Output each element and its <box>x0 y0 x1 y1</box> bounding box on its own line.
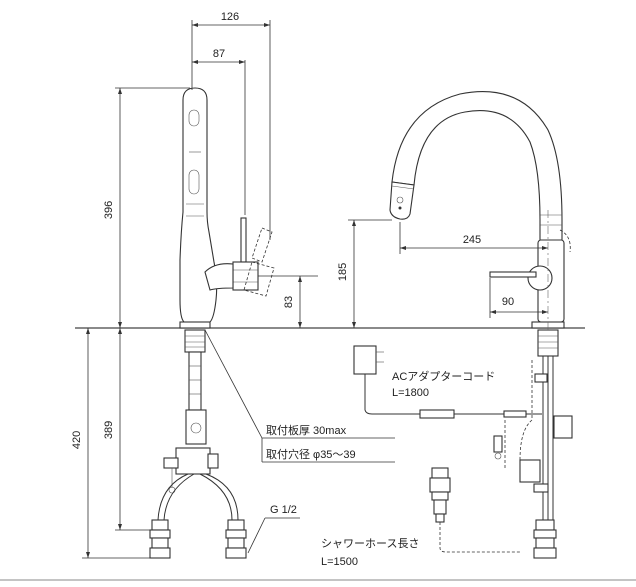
label-thread: G 1/2 <box>270 504 297 516</box>
dim-245: 245 <box>463 234 481 246</box>
label-shower-hose: シャワーホース長さ <box>321 537 419 550</box>
side-view-dimensions <box>82 20 395 559</box>
side-view-faucet <box>149 87 275 559</box>
front-view-dimensions <box>348 210 549 330</box>
dim-126: 126 <box>221 11 239 23</box>
label-shower-hose-length: L=1500 <box>321 556 358 568</box>
dim-396: 396 <box>103 201 115 219</box>
dim-420: 420 <box>71 431 83 449</box>
label-mount-hole: 取付穴径 φ35～39 <box>266 447 356 461</box>
dim-87: 87 <box>213 48 225 60</box>
front-view-faucet <box>389 91 573 559</box>
dim-185: 185 <box>337 263 349 281</box>
label-ac-adapter-length: L=1800 <box>392 387 429 399</box>
ac-adapter <box>353 345 542 419</box>
label-mount-thickness: 取付板厚 30max <box>266 423 347 437</box>
dim-90: 90 <box>502 296 514 308</box>
dim-389: 389 <box>103 421 115 439</box>
label-ac-adapter-cord: ACアダプターコード <box>392 369 495 383</box>
shower-hose-fitting <box>429 467 520 553</box>
dim-83: 83 <box>283 296 295 308</box>
